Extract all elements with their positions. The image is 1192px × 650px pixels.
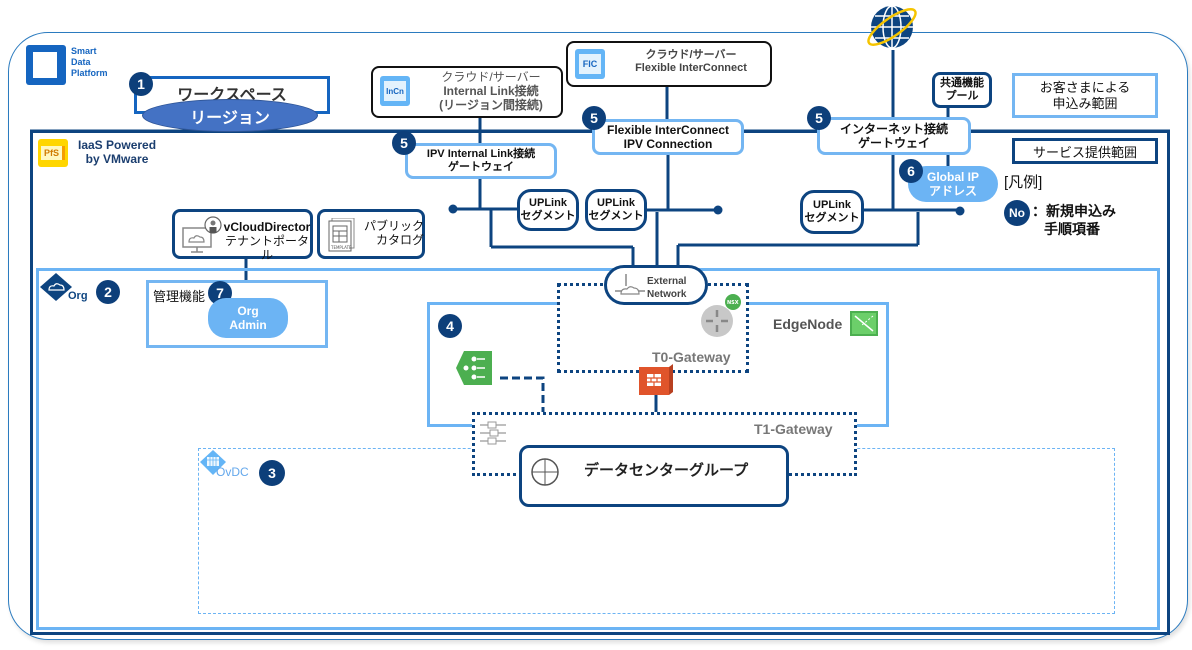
template-icon: TEMPLATE — [328, 218, 355, 252]
ovdc-label: OvDC — [216, 465, 249, 479]
fic-box: FIC クラウド/サーバー Flexible InterConnect — [566, 41, 772, 87]
step-badge-5a: 5 — [392, 131, 416, 155]
node-dot-3 — [955, 206, 965, 216]
org-cloud-icon — [40, 273, 72, 301]
load-balancer-icon — [456, 351, 492, 385]
incn-line3: (リージョン間接続) — [439, 98, 543, 112]
admin-function-label: 管理機能 — [153, 289, 206, 304]
vcloud-line2: テナントポータル — [224, 234, 309, 262]
firewall-icon — [639, 364, 673, 395]
ovdc-icon — [200, 450, 226, 475]
t1-switch-icon — [480, 421, 506, 445]
step-badge-2: 2 — [96, 280, 120, 304]
pfs-icon: PfS — [38, 139, 68, 167]
vcloud-line1: vCloudDirector — [223, 220, 311, 234]
t0-gateway-label: T0-Gateway — [652, 349, 731, 365]
line-lb-t1 — [500, 376, 545, 412]
datacenter-group-label: データセンターグループ — [584, 462, 749, 479]
step-badge-5b: 5 — [582, 106, 606, 130]
internet-gateway: インターネット接続ゲートウェイ — [817, 117, 971, 155]
svg-text:TEMPLATE: TEMPLATE — [330, 245, 352, 250]
edgenode-icon — [850, 311, 878, 336]
ipv-internal-gateway: IPV Internal Link接続ゲートウェイ — [405, 143, 557, 179]
crosshair-icon — [531, 458, 559, 486]
incn-line2: Internal Link接続 — [443, 84, 539, 98]
step-badge-6: 6 — [899, 159, 923, 183]
fic-line2: Flexible InterConnect — [635, 62, 747, 74]
region-pill: リージョン — [142, 99, 318, 132]
incn-line1: クラウド/サーバー — [441, 70, 541, 84]
org-label: Org — [68, 290, 88, 302]
vcloud-monitor-icon — [182, 216, 222, 253]
step-badge-5c: 5 — [807, 106, 831, 130]
edgenode-top-right — [749, 302, 889, 305]
t1-gateway-label: T1-Gateway — [754, 421, 833, 437]
edgenode-top-left — [427, 302, 557, 305]
public-catalog[interactable]: TEMPLATE パブリック カタログ — [317, 209, 425, 259]
catalog-line1: パブリック — [363, 219, 424, 233]
datacenter-group[interactable]: データセンターグループ — [519, 445, 789, 507]
node-dot-2 — [713, 205, 723, 215]
step-badge-3: 3 — [259, 460, 285, 486]
edgenode-label: EdgeNode — [773, 316, 843, 332]
t0-router-icon: NSX — [701, 294, 741, 337]
outer-frame — [8, 32, 1188, 640]
legend-no-desc: ：新規申込み 手順項番 — [1032, 203, 1116, 237]
incn-box: InCn クラウド/サーバー Internal Link接続 (リージョン間接続… — [371, 66, 563, 118]
legend-title: [凡例] — [1004, 174, 1043, 191]
vcloud-director-portal[interactable]: vCloudDirector テナントポータル — [172, 209, 313, 262]
incn-icon: InCn — [380, 76, 410, 106]
step-badge-4: 4 — [438, 314, 462, 338]
shared-pool-box: 共通機能プール — [932, 72, 992, 108]
legend-no-badge: No — [1004, 200, 1030, 226]
nsx-badge: NSX — [727, 300, 739, 306]
node-dot-1 — [448, 204, 458, 214]
external-network-icon — [615, 274, 645, 295]
fic-icon: FIC — [575, 49, 605, 79]
sdp-logo-icon — [26, 45, 66, 85]
org-container — [36, 268, 1160, 630]
catalog-line2: カタログ — [375, 233, 424, 247]
legend-customer-scope: お客さまによる申込み範囲 — [1012, 73, 1158, 118]
step-badge-1: 1 — [129, 72, 153, 96]
internet-globe-icon — [867, 5, 917, 49]
fic-line1: クラウド/サーバー — [645, 49, 737, 61]
legend-service-scope: サービス提供範囲 — [1012, 138, 1158, 164]
